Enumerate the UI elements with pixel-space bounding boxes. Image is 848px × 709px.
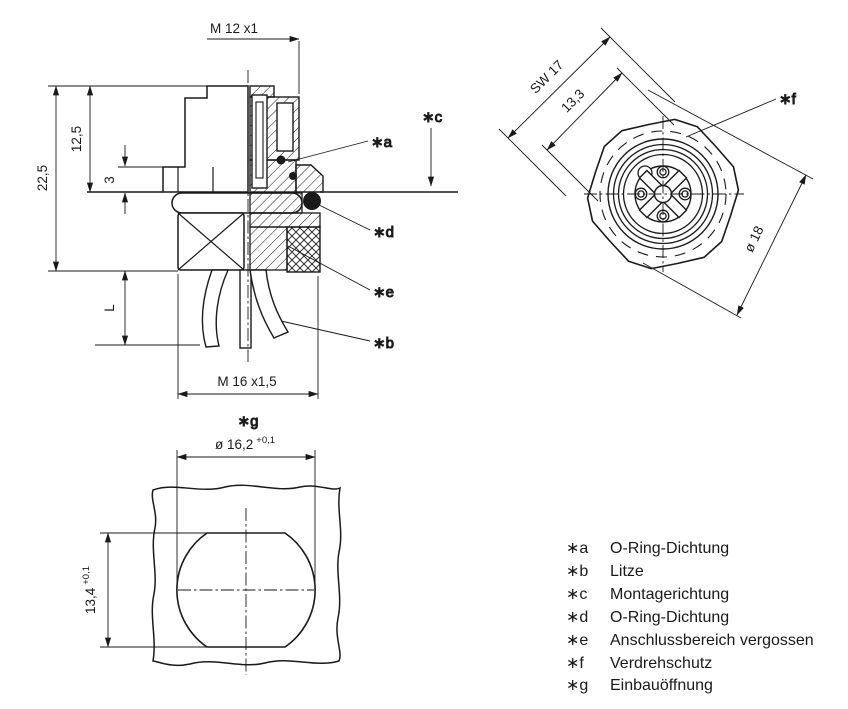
legend-row: ∗a O-Ring-Dichtung <box>566 540 729 557</box>
hole-view: ø 16,2+0,1 ∗g 13,4+0,1 <box>81 413 342 675</box>
front-view: SW 17 13,3 ø 18 ∗f <box>498 27 814 319</box>
sectioned-body <box>249 85 324 193</box>
legend-key-e: ∗e <box>566 632 588 649</box>
legend-key-c: ∗c <box>566 586 587 603</box>
dim-sw17-label: SW 17 <box>527 57 566 96</box>
dim-22-5: 22,5 <box>35 85 207 272</box>
hex-nut-chamfer <box>177 212 245 271</box>
dim-13-4: 13,4+0,1 <box>81 532 210 648</box>
legend-key-b: ∗b <box>566 563 588 580</box>
callout-a: ∗a <box>371 134 393 151</box>
wire-center <box>239 269 252 349</box>
collar-section-right <box>249 192 303 214</box>
callout-c: ∗c <box>422 109 443 126</box>
legend-label-c: Montagerichtung <box>610 586 729 603</box>
legend-label-f: Verdrehschutz <box>610 655 712 672</box>
leader-e <box>287 245 371 291</box>
dim-m12-label: M 12 x1 <box>210 21 258 36</box>
o-ring-small-2 <box>289 172 297 180</box>
leader-a <box>287 140 369 163</box>
callout-b: ∗b <box>373 335 394 352</box>
dim-L: L <box>95 270 200 346</box>
dim-3-label: 3 <box>102 176 117 184</box>
legend-row: ∗b Litze <box>566 563 644 580</box>
dim-m16-label: M 16 x1,5 <box>217 374 276 389</box>
dim-dia16-2: ø 16,2+0,1 <box>176 435 316 588</box>
dim-dia16-2-label: ø 16,2+0,1 <box>215 435 275 452</box>
legend-label-g: Einbauöffnung <box>610 677 713 694</box>
leader-d <box>318 204 371 231</box>
legend-key-d: ∗d <box>566 609 588 626</box>
wire-left <box>201 269 230 348</box>
leader-f <box>685 98 777 138</box>
dim-3: 3 <box>102 145 163 214</box>
legend-label-e: Anschlussbereich vergossen <box>610 632 814 649</box>
dim-22-5-label: 22,5 <box>35 165 50 191</box>
potting-block <box>286 226 321 273</box>
contact-pin <box>255 101 264 179</box>
wires <box>201 269 290 349</box>
dim-12-5-label: 12,5 <box>69 126 84 152</box>
flange-right-section <box>295 164 324 193</box>
legend-key-f: ∗f <box>566 655 584 672</box>
legend-row: ∗e Anschlussbereich vergossen <box>566 632 814 649</box>
nut-section-inner <box>249 226 288 271</box>
legend: ∗a O-Ring-Dichtung ∗b Litze ∗c Montageri… <box>566 540 814 694</box>
legend-label-b: Litze <box>610 563 644 580</box>
callout-leaders <box>280 128 435 342</box>
nut-section-right <box>249 212 321 228</box>
legend-key-g: ∗g <box>566 677 588 694</box>
wire-right <box>249 269 290 339</box>
callout-e: ∗e <box>373 284 394 301</box>
dim-dia18-label: ø 18 <box>741 224 766 255</box>
connector-body-exterior <box>162 85 249 193</box>
legend-row: ∗g Einbauöffnung <box>566 677 713 694</box>
o-ring-d <box>303 192 321 210</box>
dim-13-4-label: 13,4+0,1 <box>81 566 98 614</box>
thread-recess <box>276 102 294 152</box>
legend-label-a: O-Ring-Dichtung <box>610 540 729 557</box>
dim-13-3-label: 13,3 <box>558 86 587 115</box>
legend-row: ∗d O-Ring-Dichtung <box>566 609 729 626</box>
legend-label-d: O-Ring-Dichtung <box>610 609 729 626</box>
legend-row: ∗c Montagerichtung <box>566 586 729 603</box>
o-ring-a <box>276 155 286 165</box>
dim-m16: M 16 x1,5 <box>177 274 319 399</box>
legend-row: ∗f Verdrehschutz <box>566 655 712 672</box>
callout-g: ∗g <box>238 413 259 430</box>
dim-m12: M 12 x1 <box>207 21 300 94</box>
callout-d: ∗d <box>373 224 394 241</box>
leader-b <box>280 320 371 342</box>
callout-f: ∗f <box>779 91 797 108</box>
dim-12-5: 12,5 <box>69 85 94 193</box>
section-view: M 12 x1 22,5 12,5 3 L <box>35 21 458 399</box>
legend-key-a: ∗a <box>566 540 588 557</box>
dim-L-label: L <box>102 304 117 312</box>
